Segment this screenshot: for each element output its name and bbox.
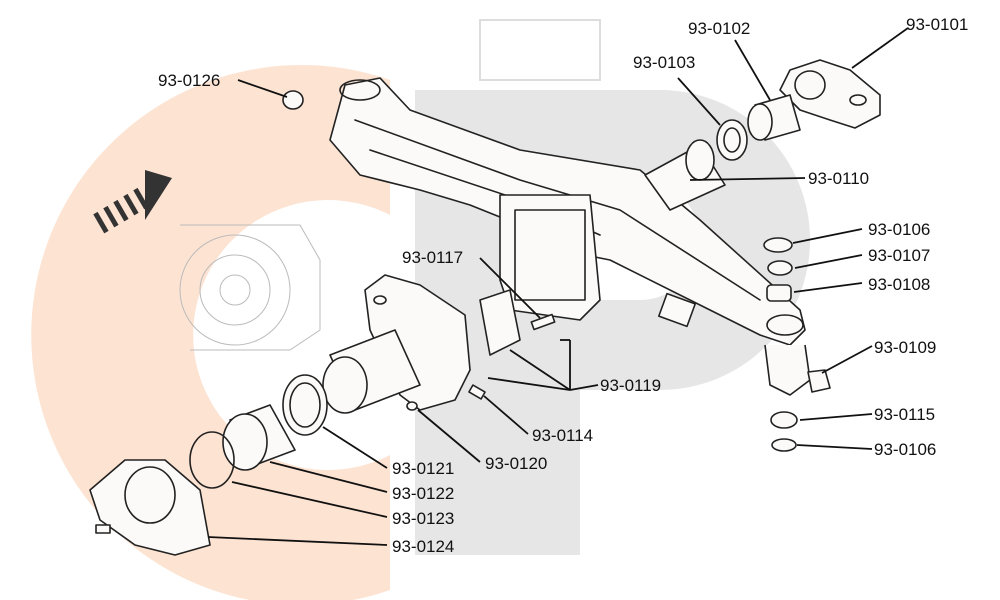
watermark-box	[479, 19, 601, 81]
pin-0114	[468, 384, 486, 400]
label-93-0106-top: 93-0106	[868, 220, 930, 239]
trunnion-housing	[644, 139, 726, 211]
label-93-0114: 93-0114	[532, 426, 593, 445]
ring-0115	[770, 411, 798, 429]
label-93-0123: 93-0123	[392, 509, 454, 528]
bolt-0117	[530, 313, 556, 331]
label-93-0126: 93-0126	[158, 71, 220, 90]
label-93-0119: 93-0119	[600, 376, 661, 395]
half-bearing	[479, 289, 521, 356]
washer-0106-top	[763, 237, 793, 253]
leader-lines	[207, 27, 909, 546]
label-93-0122: 93-0122	[392, 484, 454, 503]
label-93-0124: 93-0124	[392, 537, 454, 556]
seal-ring-0121-inner	[289, 382, 321, 428]
label-93-0109: 93-0109	[874, 338, 936, 357]
label-93-0120: 93-0120	[485, 454, 547, 473]
label-93-0121: 93-0121	[392, 459, 454, 478]
label-93-0107: 93-0107	[868, 246, 930, 265]
seal-0126	[282, 90, 304, 110]
label-93-0101: 93-0101	[906, 15, 968, 34]
rear-tube	[322, 329, 421, 414]
label-93-0115: 93-0115	[874, 405, 935, 424]
washer-0106-bottom	[771, 438, 797, 452]
bush-0108	[766, 284, 792, 302]
background-engine-sketch	[179, 224, 321, 351]
label-93-0117: 93-0117	[402, 248, 463, 267]
label-93-0108: 93-0108	[868, 275, 930, 294]
seal-ring-0103	[716, 119, 748, 161]
axle-housing	[329, 77, 831, 396]
part-labels: 93-0126 93-0102 93-0101 93-0103 93-0110 …	[158, 15, 968, 556]
nipple-0120	[406, 401, 418, 411]
nut-0107	[767, 260, 793, 276]
label-93-0110: 93-0110	[808, 169, 869, 188]
direction-arrow-icon	[93, 170, 172, 234]
label-93-0103: 93-0103	[633, 53, 695, 72]
bushing-0102	[747, 94, 801, 141]
label-93-0106-bottom: 93-0106	[874, 440, 936, 459]
rear-bracket-0124	[89, 459, 211, 556]
ring-0123	[189, 431, 235, 489]
label-93-0102: 93-0102	[688, 19, 750, 38]
